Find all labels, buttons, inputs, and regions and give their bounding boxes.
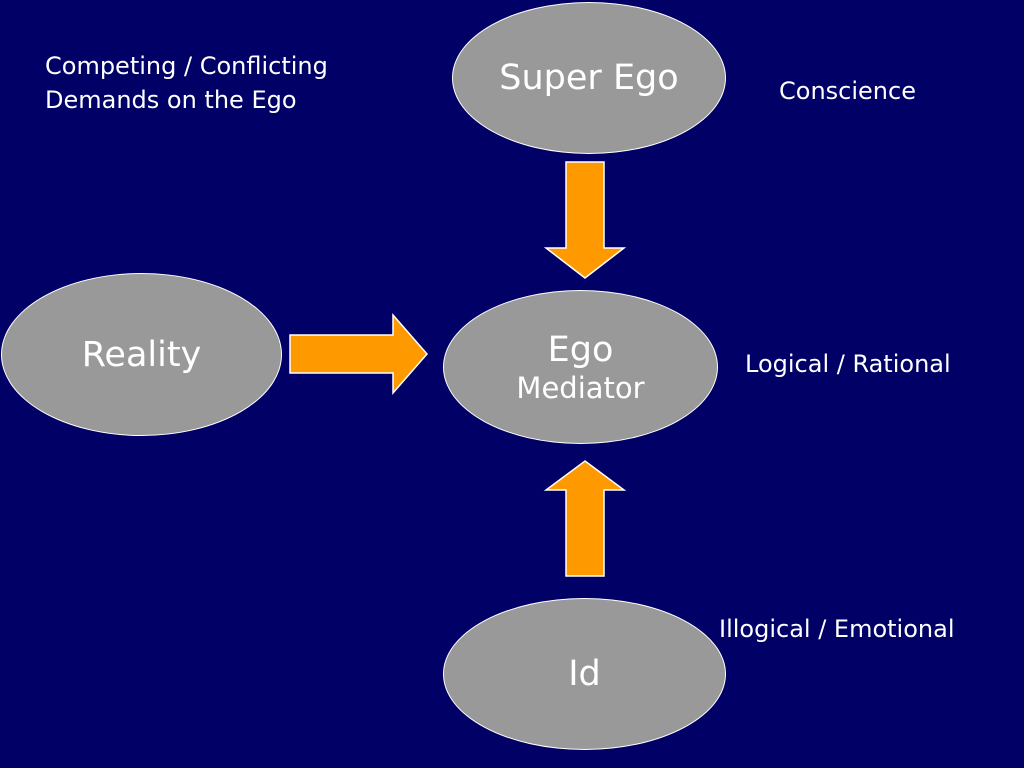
reality-label: Reality — [81, 334, 202, 375]
ego-sublabel: Mediator — [516, 371, 645, 405]
arrow-up-icon — [543, 460, 627, 577]
id-label: Id — [568, 654, 601, 694]
reality-node: Reality — [1, 273, 282, 436]
ego-annotation: Logical / Rational — [745, 350, 951, 378]
ego-label: Ego — [547, 330, 614, 370]
diagram-title: Competing / Conflicting Demands on the E… — [45, 49, 328, 117]
arrow-right-icon — [289, 312, 428, 396]
title-line-2: Demands on the Ego — [45, 86, 297, 114]
arrow-up-shape — [543, 460, 627, 577]
arrow-down-shape — [543, 161, 627, 279]
title-line-1: Competing / Conflicting — [45, 52, 328, 80]
id-node: Id — [443, 598, 726, 750]
superego-node: Super Ego — [452, 2, 726, 154]
id-annotation: Illogical / Emotional — [719, 615, 955, 643]
superego-label: Super Ego — [499, 58, 679, 98]
arrow-down-icon — [543, 161, 627, 279]
ego-node: Ego Mediator — [443, 290, 718, 444]
arrow-right-shape — [289, 312, 428, 396]
superego-annotation: Conscience — [779, 77, 916, 105]
